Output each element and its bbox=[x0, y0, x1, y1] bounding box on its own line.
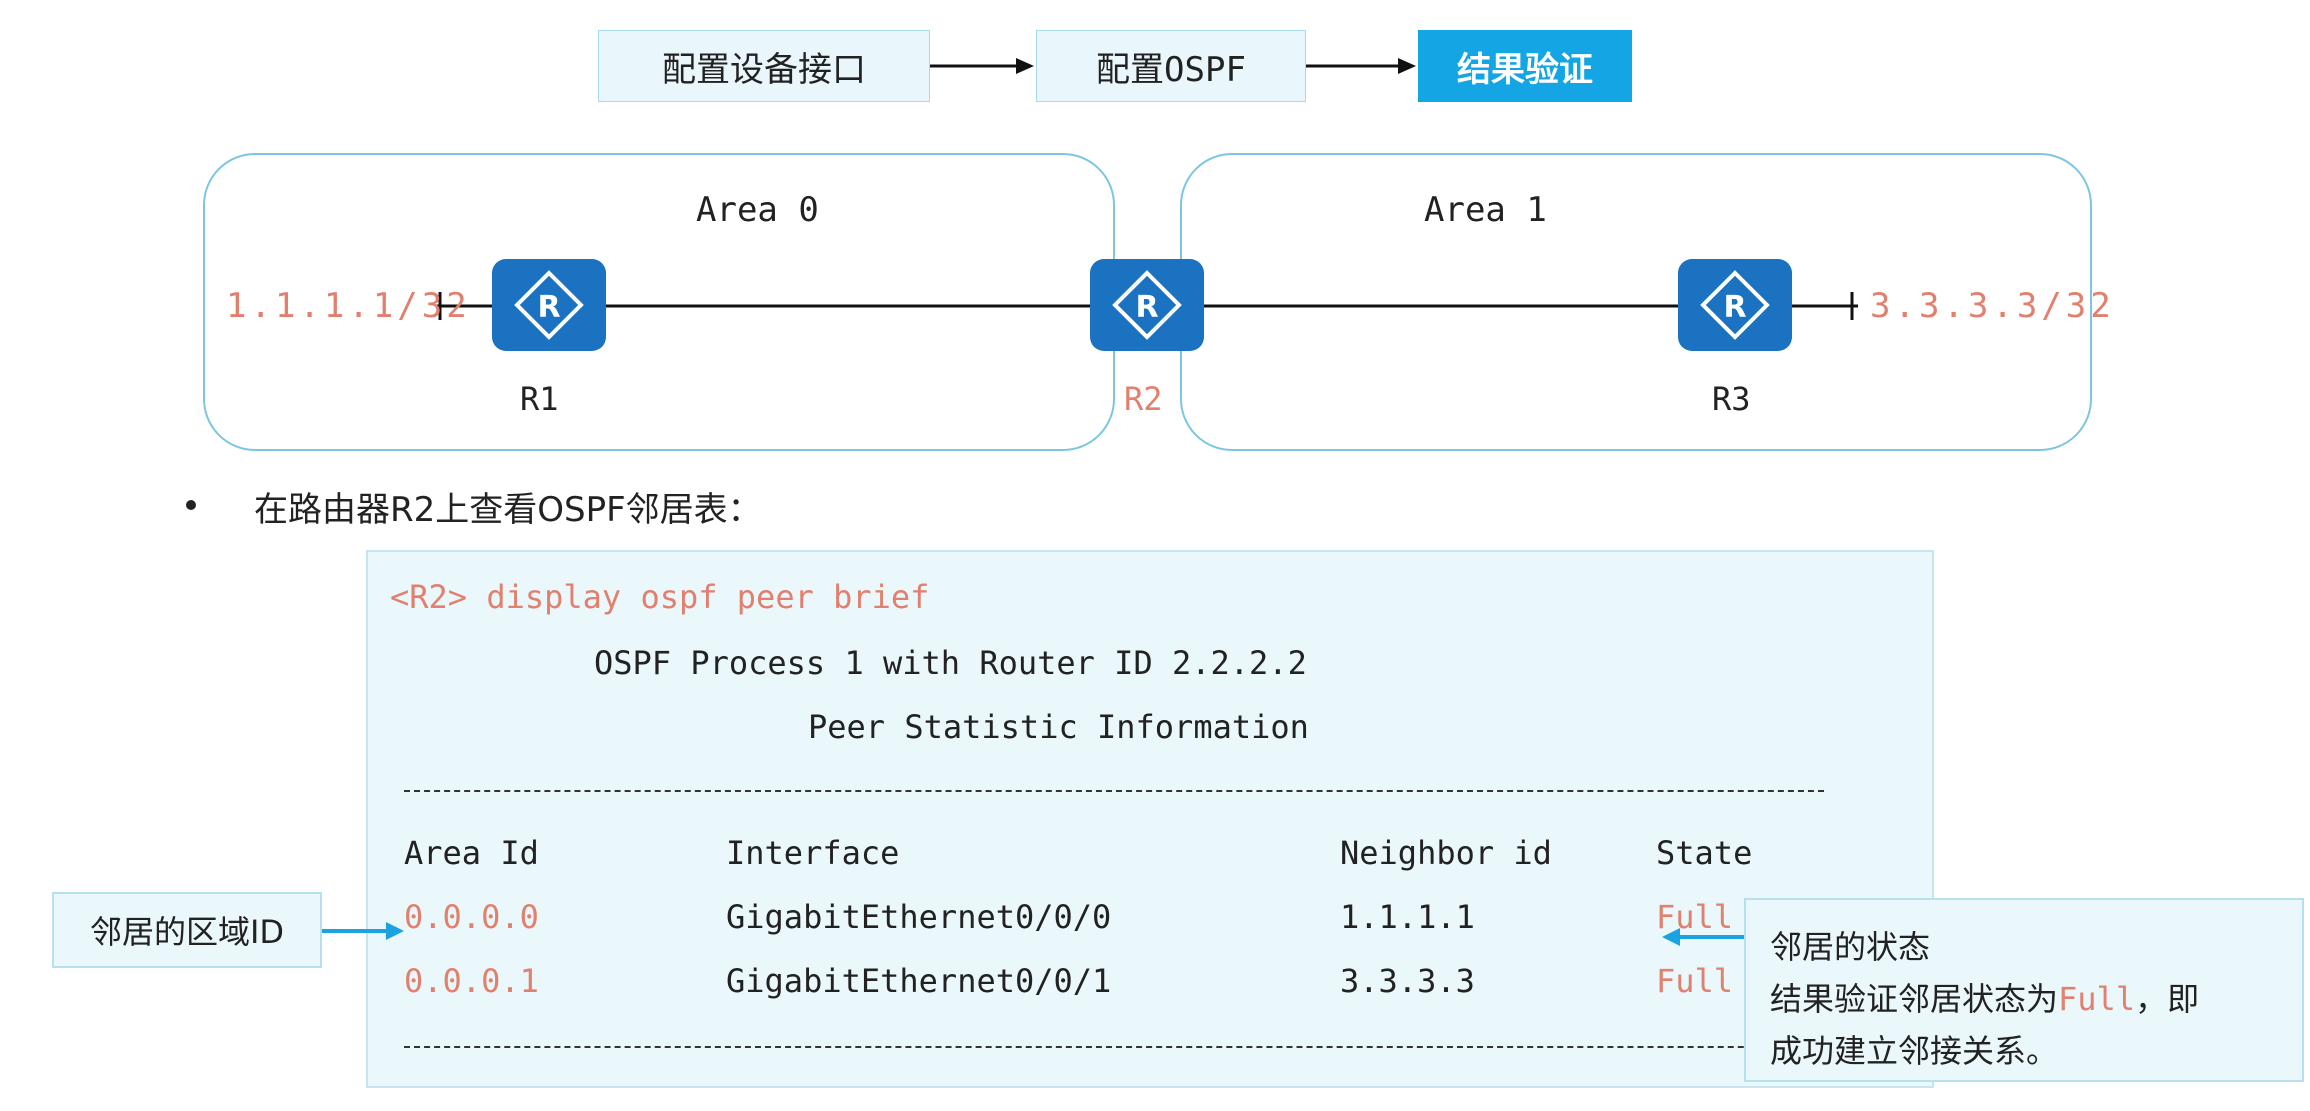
svg-text:R: R bbox=[1135, 290, 1158, 325]
callout-area-id: 邻居的区域ID bbox=[52, 892, 322, 968]
router-r1-icon: R bbox=[492, 259, 606, 351]
row1-neighbor: 1.1.1.1 bbox=[1340, 898, 1475, 936]
area-1-region bbox=[1180, 153, 2092, 451]
row2-interface: GigabitEthernet0/0/1 bbox=[726, 962, 1112, 1000]
bullet-dot bbox=[186, 500, 196, 510]
header-area-id: Area Id bbox=[404, 834, 539, 872]
flow-arrow-2 bbox=[1306, 58, 1416, 74]
row1-area: 0.0.0.0 bbox=[404, 898, 539, 936]
callout-right-arrow bbox=[1662, 928, 1746, 946]
step-configure-ospf: 配置OSPF bbox=[1036, 30, 1306, 102]
area-1-label: Area 1 bbox=[1424, 190, 1547, 230]
router-r2-label: R2 bbox=[1124, 380, 1163, 418]
area-0-region bbox=[203, 153, 1115, 451]
bullet-text: 在路由器R2上查看OSPF邻居表： bbox=[254, 490, 762, 530]
header-neighbor-id: Neighbor id bbox=[1340, 834, 1552, 872]
row2-state: Full bbox=[1656, 962, 1734, 1000]
router-r3-icon: R bbox=[1678, 259, 1792, 351]
step-verify-result: 结果验证 bbox=[1418, 30, 1632, 102]
area-0-label: Area 0 bbox=[696, 190, 819, 230]
r1-loopback-ip: 1.1.1.1/32 bbox=[226, 286, 471, 326]
cli-process-line: OSPF Process 1 with Router ID 2.2.2.2 bbox=[594, 644, 1307, 682]
row1-interface: GigabitEthernet0/0/0 bbox=[726, 898, 1112, 936]
router-r2-icon: R bbox=[1090, 259, 1204, 351]
callout-state-title: 邻居的状态 bbox=[1770, 928, 1931, 966]
step-configure-interfaces: 配置设备接口 bbox=[598, 30, 930, 102]
header-interface: Interface bbox=[726, 834, 900, 872]
router-r1-label: R1 bbox=[520, 380, 559, 418]
flow-arrow-1 bbox=[930, 58, 1034, 74]
callout-state-line2: 成功建立邻接关系。 bbox=[1770, 1032, 2059, 1070]
callout-area-id-text: 邻居的区域ID bbox=[89, 913, 285, 951]
callout-state-line1-prefix: 结果验证邻居状态为 bbox=[1770, 980, 2059, 1018]
callout-state: 邻居的状态 结果验证邻居状态为Full，即 成功建立邻接关系。 bbox=[1744, 898, 2304, 1082]
callout-left-arrow bbox=[322, 922, 404, 940]
header-state: State bbox=[1656, 834, 1753, 872]
svg-text:R: R bbox=[1723, 290, 1746, 325]
cli-divider-bottom bbox=[404, 1046, 1824, 1048]
r3-loopback-ip: 3.3.3.3/32 bbox=[1870, 286, 2115, 326]
callout-state-line1-suffix: ，即 bbox=[2135, 980, 2200, 1018]
cli-output-panel: <R2> display ospf peer brief OSPF Proces… bbox=[366, 550, 1934, 1088]
callout-state-line1: 结果验证邻居状态为Full，即 bbox=[1770, 974, 2302, 1020]
row2-area: 0.0.0.1 bbox=[404, 962, 539, 1000]
callout-state-full: Full bbox=[2058, 980, 2136, 1018]
row1-state: Full bbox=[1656, 898, 1734, 936]
router-r3-label: R3 bbox=[1712, 380, 1751, 418]
cli-command: <R2> display ospf peer brief bbox=[390, 578, 930, 616]
svg-text:R: R bbox=[537, 290, 560, 325]
row2-neighbor: 3.3.3.3 bbox=[1340, 962, 1475, 1000]
cli-stat-line: Peer Statistic Information bbox=[808, 708, 1309, 746]
cli-divider-top bbox=[404, 790, 1824, 792]
